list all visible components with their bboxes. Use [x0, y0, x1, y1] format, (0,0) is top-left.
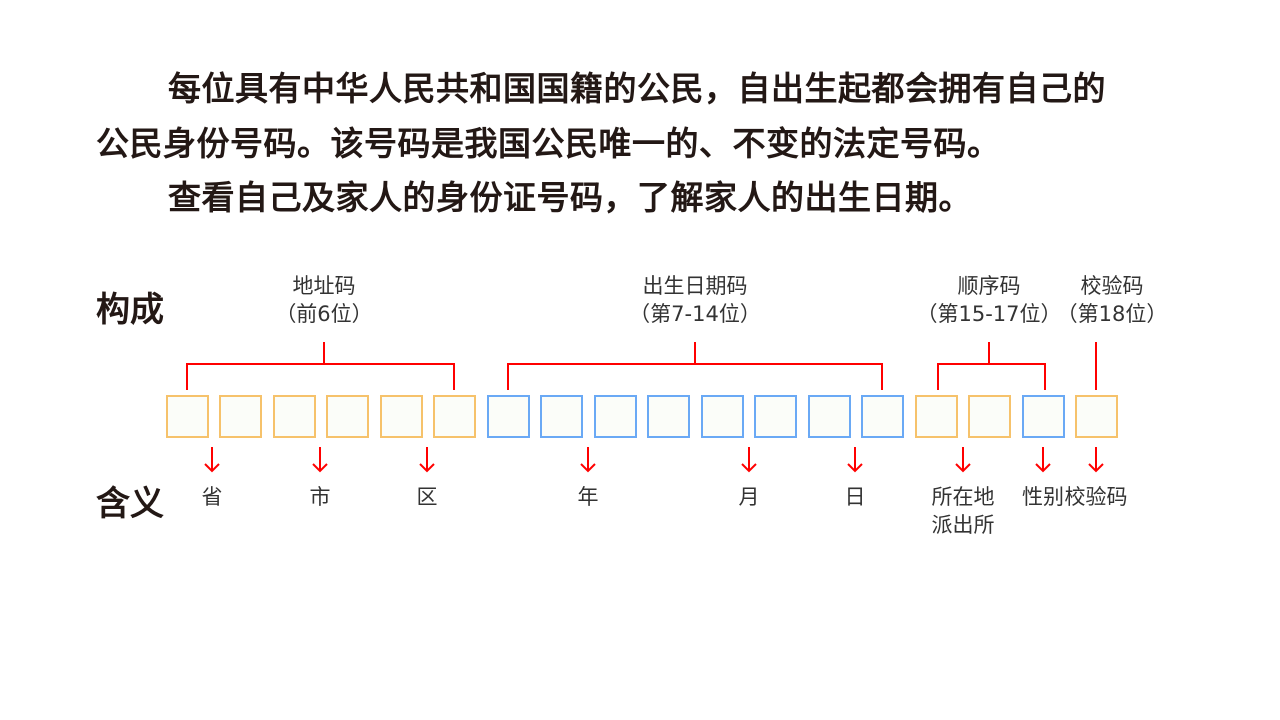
meaning-label: 区 [416, 485, 438, 509]
digit-box-11 [700, 395, 744, 438]
group-name: 出生日期码 [642, 274, 748, 298]
intro-line-2: 公民身份号码。该号码是我国公民唯一的、不变的法定号码。 [96, 124, 1001, 163]
meaning-label: 年 [577, 485, 599, 509]
meaning-label: 性别 [1022, 485, 1064, 509]
digit-box-17 [1021, 395, 1065, 438]
digit-box-5 [379, 395, 423, 438]
down-arrow-icon [1088, 447, 1104, 473]
address-bracket [186, 363, 455, 390]
meaning-label: 校验码 [1064, 485, 1128, 509]
down-arrow-icon [741, 447, 757, 473]
group-range: （第15-17位） [916, 302, 1062, 326]
meaning-label: 日 [844, 485, 866, 509]
composition-label: 构成 [96, 290, 164, 330]
group-birthdate: 出生日期码 （第7-14位） [629, 272, 761, 328]
group-checksum: 校验码 （第18位） [1057, 272, 1168, 328]
digit-box-14 [861, 395, 905, 438]
group-name: 校验码 [1080, 274, 1144, 298]
digit-box-7 [486, 395, 530, 438]
digit-box-2 [219, 395, 263, 438]
down-arrow-icon [580, 447, 596, 473]
down-arrow-icon [204, 447, 220, 473]
digit-box-18 [1074, 395, 1118, 438]
meaning-label: 省 [201, 485, 223, 509]
group-sequence: 顺序码 （第15-17位） [916, 272, 1061, 328]
down-arrow-icon [847, 447, 863, 473]
down-arrow-icon [955, 447, 971, 473]
digit-box-8 [540, 395, 584, 438]
group-range: （第7-14位） [629, 302, 761, 326]
digit-box-16 [968, 395, 1012, 438]
group-address: 地址码 （前6位） [275, 272, 372, 328]
meaning-label: 含义 [96, 484, 164, 524]
group-range: （第18位） [1056, 302, 1168, 326]
digit-box-12 [754, 395, 798, 438]
group-name: 地址码 [292, 274, 356, 298]
group-range: （前6位） [275, 302, 373, 326]
down-arrow-icon [1035, 447, 1051, 473]
sequence-bracket [937, 363, 1046, 390]
meaning-label: 所在地派出所 [931, 485, 995, 537]
digit-box-13 [807, 395, 851, 438]
meaning-label: 月 [738, 485, 760, 509]
down-arrow-icon [312, 447, 328, 473]
digit-box-3 [272, 395, 316, 438]
digit-box-15 [914, 395, 958, 438]
digit-box-4 [326, 395, 370, 438]
digit-box-9 [593, 395, 637, 438]
digit-box-6 [433, 395, 477, 438]
intro-line-3: 查看自己及家人的身份证号码，了解家人的出生日期。 [168, 178, 972, 217]
intro-line-1: 每位具有中华人民共和国国籍的公民，自出生起都会拥有自己的 [168, 69, 1106, 108]
digit-box-10 [647, 395, 691, 438]
birthdate-bracket [507, 363, 883, 390]
meaning-label: 市 [309, 485, 331, 509]
digit-box-1 [166, 395, 209, 438]
down-arrow-icon [419, 447, 435, 473]
group-name: 顺序码 [957, 274, 1021, 298]
